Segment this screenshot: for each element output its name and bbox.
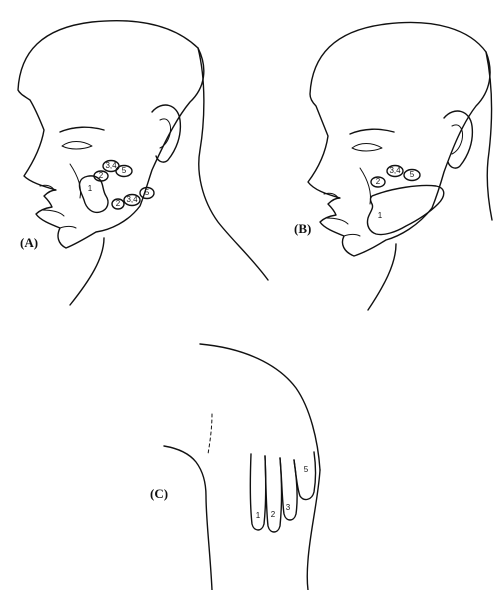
panel-b-cheek-line bbox=[360, 168, 371, 204]
panel-a-head: 1 2 3,4 5 2 3,4 5 (A) bbox=[18, 21, 268, 305]
panel-b-mouth-line bbox=[326, 218, 348, 224]
panel-a-neck-front bbox=[70, 238, 104, 305]
panel-a-zone-2-lower-label: 2 bbox=[116, 199, 121, 208]
panel-b-neck-front bbox=[368, 244, 396, 310]
panel-a-zone-1-label: 1 bbox=[88, 184, 93, 193]
panel-b-zone-2-label: 2 bbox=[376, 177, 381, 186]
panel-b-zone-1 bbox=[367, 185, 443, 234]
panel-c-zone-1-label: 1 bbox=[256, 511, 261, 520]
panel-a-eye bbox=[62, 142, 92, 150]
panel-a-ear-inner bbox=[160, 119, 171, 148]
panel-b-zone-5-label: 5 bbox=[410, 170, 415, 179]
panel-c-label: (C) bbox=[150, 486, 168, 501]
panel-b-zone-1-label: 1 bbox=[378, 211, 383, 220]
panel-a-zone-5-lower-label: 5 bbox=[145, 188, 150, 197]
panel-b-face-profile bbox=[308, 22, 490, 256]
panel-a-zone-34-lower-label: 3,4 bbox=[126, 195, 138, 204]
panel-c-zone-5-label: 5 bbox=[304, 465, 309, 474]
panel-a-eyebrow bbox=[60, 127, 104, 132]
panel-a-zone-5-upper-label: 5 bbox=[122, 166, 127, 175]
panel-a-cheek-line bbox=[70, 164, 81, 198]
panel-c-shoulder: 1 2 3 5 (C) bbox=[150, 344, 320, 590]
panel-b-chin-crease bbox=[344, 235, 360, 237]
panel-c-dashed-line bbox=[208, 414, 212, 454]
panel-a-ear bbox=[152, 105, 180, 162]
panel-a-face-profile bbox=[18, 21, 204, 248]
panel-a-mouth-line bbox=[42, 210, 64, 216]
panel-c-zone-2 bbox=[265, 456, 282, 532]
panel-a-zone-2-upper-label: 2 bbox=[99, 171, 104, 180]
panel-c-arm-back bbox=[307, 470, 320, 590]
panel-c-zone-3-label: 3 bbox=[286, 503, 291, 512]
panel-a-zone-1 bbox=[79, 176, 108, 212]
panel-a-zone-34-upper-label: 3,4 bbox=[105, 161, 117, 170]
panel-b-eye bbox=[352, 144, 382, 152]
panel-a-neck-back bbox=[198, 48, 268, 280]
panel-c-armpit bbox=[164, 446, 212, 590]
panel-b-zone-34-label: 3,4 bbox=[389, 166, 401, 175]
panel-b-eyebrow bbox=[350, 129, 394, 134]
panel-a-chin-crease bbox=[60, 227, 76, 229]
panel-c-zone-2-label: 2 bbox=[271, 510, 276, 519]
panel-a-label: (A) bbox=[20, 235, 38, 250]
panel-b-neck-back bbox=[486, 52, 492, 220]
panel-b-label: (B) bbox=[294, 221, 311, 236]
panel-b-head: 1 2 3,4 5 (B) bbox=[294, 22, 492, 310]
panel-c-shoulder-top bbox=[200, 344, 320, 470]
